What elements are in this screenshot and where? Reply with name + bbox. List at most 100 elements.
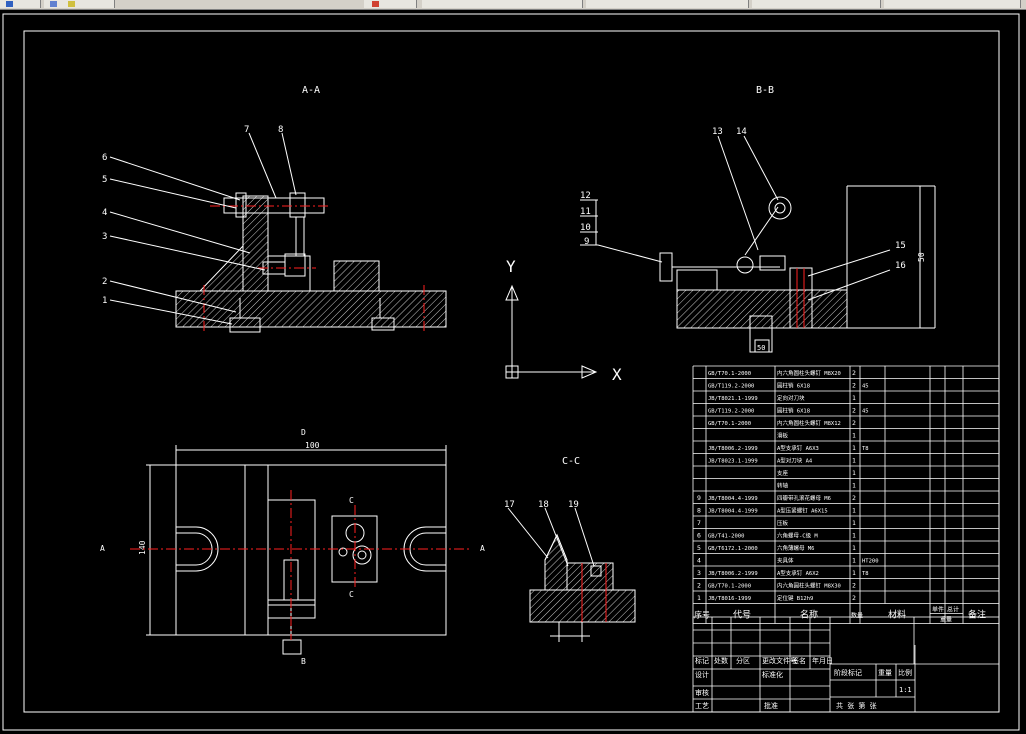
plan-dim-100: 100 [305,441,320,450]
plan-dim-140: 140 [138,540,147,555]
bom-row-material: T8 [862,571,869,577]
bom-row-qty: 1 [852,544,856,552]
plan-section-c-top: C [349,496,354,505]
bom-row-code: GB/T41-2000 [708,534,744,540]
plan-outline [175,464,447,636]
plan-section-c-bottom: C [349,590,354,599]
bom-row-qty: 2 [852,594,856,602]
toolbar [0,0,1026,10]
callout-1: 1 [102,296,107,306]
ucs-x-label: X [612,365,622,384]
bom-row-code: GB/T70.1-2000 [708,371,751,377]
bom-row-code: GB/T6172.1-2000 [708,546,758,552]
toolbar-button[interactable] [364,0,417,8]
bom-row-qty: 1 [852,482,856,490]
layer-icon [50,1,57,7]
bom-row-qty: 1 [852,469,856,477]
bom-row-name: 六角螺母-C级 M [777,532,818,540]
bom-row-name: 压板 [777,519,789,527]
callout-12: 12 [580,191,591,201]
bom-row-qty: 1 [852,394,856,402]
callout-4: 4 [102,208,107,218]
bom-row-material: HT200 [862,559,879,565]
layer-dropdown[interactable] [422,0,583,8]
bom-row-material: 45 [862,384,869,390]
bom-row-code: JB/T8016-1999 [708,596,751,602]
bom-row-qty: 2 [852,494,856,502]
bom-row-qty: 1 [852,519,856,527]
outer-frame [2,13,1020,731]
bom-row-qty: 1 [852,432,856,440]
bom-row-qty: 2 [852,369,856,377]
bom-header-material: 材料 [888,609,906,621]
tb-zone: 分区 [736,656,750,665]
bom-row-name: A型支承钉 A6X3 [777,444,819,452]
bom-header-qty: 数量 [851,612,863,620]
bom-row-qty: 2 [852,582,856,590]
callout-13: 13 [712,127,723,137]
tb-scale-value: 1:1 [899,686,912,694]
bom-row-code: GB/T70.1-2000 [708,584,751,590]
callout-17: 17 [504,500,515,510]
bom-row-material: T8 [862,446,869,452]
tb-review: 审核 [695,688,709,697]
bom-row-code: JB/T8006.2-1999 [708,571,758,577]
callout-5: 5 [102,175,107,185]
plan-section-b: B [301,657,306,666]
bom-row-name: 转轴 [777,482,789,490]
callout-18: 18 [538,500,549,510]
view-c-c: C-C 17 18 19 [504,456,636,642]
bom-row-name: 内六角圆柱头螺钉 M8X30 [777,582,841,590]
ucs-icon: Y X [505,257,622,384]
view-c-c-label: C-C [562,456,580,467]
bom-row-name: 支座 [777,469,789,477]
bom-row-qty: 1 [852,532,856,540]
toolbar-button[interactable] [0,0,41,8]
fixture-base [175,290,447,328]
callout-14: 14 [736,127,747,137]
bom-header-no: 序号 [694,610,710,620]
support-column [242,195,269,292]
bom-row-name: A型对刀块 A4 [777,457,813,465]
bom-row-code: JB/T8023.1-1999 [708,459,758,465]
bom-row-no: 4 [697,557,701,565]
view-b-b: B-B 50 50 13 14 12 11 [580,85,936,353]
linetype-dropdown[interactable] [752,0,881,8]
bom-header-name: 名称 [800,609,818,621]
bom-row-qty: 1 [852,457,856,465]
bom-header-single: 单件 [932,606,944,614]
tb-approve: 批准 [764,701,778,710]
tb-process: 工艺 [695,702,709,710]
lineweight-dropdown[interactable] [884,0,1021,8]
bom-row-name: A型压紧螺钉 A6X15 [777,507,828,515]
cad-drawing-canvas[interactable]: A-A 6 [0,9,1026,734]
toolbar-button[interactable] [44,0,115,8]
bb-base [676,289,848,329]
tb-std: 标准化 [762,670,783,679]
plan-section-a-right: A [480,544,485,553]
bom-row-name: 圆柱销 6X18 [777,407,810,415]
tb-weight: 重量 [878,669,892,677]
color-dropdown[interactable] [586,0,749,8]
plan-section-d: D [301,428,306,437]
bom-row-name: 定向对刀块 [777,394,805,402]
tb-sign: 签名 [792,656,806,665]
callout-3: 3 [102,232,107,242]
tb-design: 设计 [695,670,709,679]
callout-19: 19 [568,500,579,510]
properties-icon [372,1,379,7]
bom-row-no: 6 [697,532,701,540]
bom-row-name: A型支承钉 A6X2 [777,569,819,577]
callout-8: 8 [278,125,283,135]
bom-row-no: 2 [697,582,701,590]
bom-row-no: 5 [697,544,701,552]
tb-sheets: 共 张 第 张 [836,701,877,710]
bom-row-name: 六角薄螺母 M6 [777,544,814,552]
callout-11: 11 [580,207,591,217]
bom-row-code: JB/T8021.1-1999 [708,396,758,402]
tb-count: 处数 [714,656,728,665]
bom-row-code: GB/T119.2-2000 [708,409,754,415]
bom-row-name: 四瓣带孔滚花螺母 M6 [777,494,831,502]
view-b-b-label: B-B [756,85,774,96]
bom-row-qty: 1 [852,569,856,577]
